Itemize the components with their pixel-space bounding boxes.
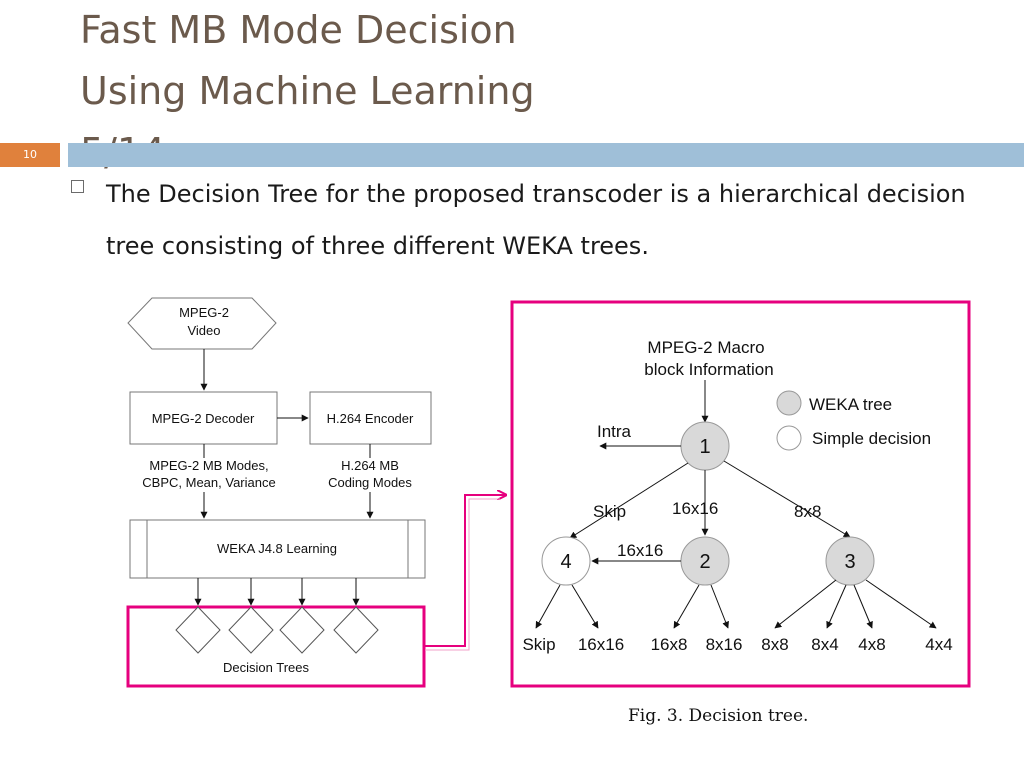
- figure-caption: Fig. 3. Decision tree.: [628, 706, 809, 726]
- edge-8x8-label: 8x8: [794, 502, 821, 521]
- root-label-1: MPEG-2 Macro: [647, 338, 764, 357]
- tree-node-3-label: 3: [844, 551, 855, 573]
- decision-tree-diamond-3: [279, 606, 325, 654]
- intra-label: Intra: [597, 422, 632, 441]
- leaf-8x4: 8x4: [811, 635, 838, 654]
- decision-tree-highlight: [510, 300, 971, 688]
- decoder-label: MPEG-2 Decoder: [152, 411, 255, 426]
- legend-weka-swatch: [776, 390, 802, 416]
- title-line-2: Using Machine Learning: [80, 69, 535, 113]
- bullet-square-icon: [71, 180, 84, 193]
- tree-node-4-label: 4: [560, 551, 571, 573]
- connector-arrow: [425, 495, 505, 647]
- decision-tree-diamond-2: [228, 606, 274, 654]
- encoder-label: H.264 Encoder: [327, 411, 414, 426]
- slide-number: 10: [0, 143, 60, 167]
- edge-2-8x16: [710, 584, 729, 629]
- edge-1-to-3: [723, 460, 851, 538]
- tree-node-3: [825, 536, 875, 586]
- decoder-output-label-2: CBPC, Mean, Variance: [142, 475, 275, 490]
- edge-16x16-label: 16x16: [672, 499, 718, 518]
- decision-trees-label: Decision Trees: [223, 660, 309, 675]
- leaf-16x16: 16x16: [578, 635, 624, 654]
- learning-label: WEKA J4.8 Learning: [217, 541, 337, 556]
- tree-node-2-label: 2: [699, 551, 710, 573]
- title-divider-bar: [68, 143, 1024, 167]
- decoder-box: [129, 391, 278, 445]
- edge-3-4x4: [865, 579, 937, 629]
- edge-4-skip: [535, 584, 561, 629]
- learning-box: [129, 519, 426, 579]
- legend-simple-swatch: [776, 425, 802, 451]
- bullet-text: The Decision Tree for the proposed trans…: [106, 180, 966, 260]
- edge-4-16x16: [571, 584, 599, 629]
- leaf-8x16: 8x16: [706, 635, 743, 654]
- encoder-output-label-2: Coding Modes: [328, 475, 412, 490]
- edge-3-4x8: [853, 584, 873, 629]
- edge-skip-label: Skip: [593, 502, 626, 521]
- legend-simple-label: Simple decision: [812, 429, 931, 448]
- edge-2-16x8: [673, 584, 700, 629]
- input-label-2: Video: [187, 323, 220, 338]
- input-label-1: MPEG-2: [179, 305, 229, 320]
- leaf-4x8: 4x8: [858, 635, 885, 654]
- input-hexagon: [127, 297, 277, 350]
- encoder-box: [309, 391, 432, 445]
- legend-weka-label: WEKA tree: [809, 395, 892, 414]
- edge-3-8x4: [826, 584, 847, 629]
- root-label-2: block Information: [644, 360, 773, 379]
- tree-node-1-label: 1: [699, 436, 710, 458]
- title-line-1: Fast MB Mode Decision: [80, 8, 517, 52]
- connector-arrow-outline: [425, 498, 500, 651]
- edge-16x16-side-label: 16x16: [617, 541, 663, 560]
- leaf-16x8: 16x8: [651, 635, 688, 654]
- decision-tree-diamond-1: [175, 606, 221, 654]
- edge-3-8x8: [774, 579, 837, 629]
- decision-tree-diamond-4: [333, 606, 379, 654]
- decoder-output-label-1: MPEG-2 MB Modes,: [149, 458, 268, 473]
- leaf-4x4: 4x4: [925, 635, 952, 654]
- decision-trees-highlight: [126, 605, 426, 688]
- slide-title: Fast MB Mode Decision Using Machine Lear…: [80, 0, 535, 183]
- encoder-output-label-1: H.264 MB: [341, 458, 399, 473]
- tree-node-4: [541, 536, 591, 586]
- leaf-skip: Skip: [522, 635, 555, 654]
- edge-1-to-4: [569, 462, 689, 539]
- leaf-8x8: 8x8: [761, 635, 788, 654]
